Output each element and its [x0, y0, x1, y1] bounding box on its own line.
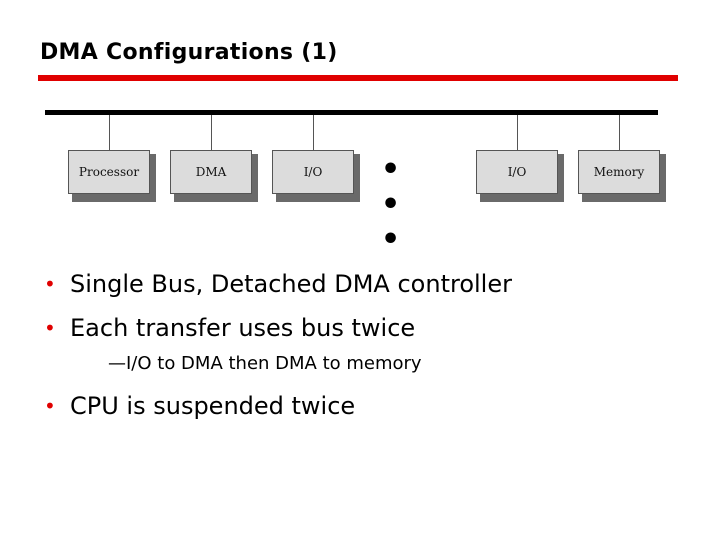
module-bottom-shade: [72, 194, 156, 202]
module-label: I/O: [476, 150, 558, 194]
module-bottom-shade: [582, 194, 666, 202]
module-side-shade: [660, 154, 666, 202]
bullet-marker: •: [44, 316, 56, 340]
module-bottom-shade: [174, 194, 258, 202]
processor-module: Processor: [68, 150, 156, 202]
system-bus: [45, 110, 658, 115]
bullet-marker: •: [44, 394, 56, 418]
module-label: I/O: [272, 150, 354, 194]
module-bottom-shade: [480, 194, 564, 202]
bus-connector-io-2: [517, 115, 518, 151]
bullet-list: • Single Bus, Detached DMA controller • …: [44, 262, 684, 428]
bullet-marker: •: [44, 272, 56, 296]
io-module-2: I/O: [476, 150, 564, 202]
title-underline: [38, 75, 678, 81]
module-label: DMA: [170, 150, 252, 194]
module-label: Processor: [68, 150, 150, 194]
module-side-shade: [150, 154, 156, 202]
bullet-item: • Single Bus, Detached DMA controller: [44, 262, 684, 306]
sub-bullet-item: —I/O to DMA then DMA to memory: [44, 350, 684, 378]
dma-module: DMA: [170, 150, 258, 202]
module-side-shade: [252, 154, 258, 202]
sub-bullet-text: —I/O to DMA then DMA to memory: [108, 353, 422, 374]
bullet-text: Each transfer uses bus twice: [70, 314, 416, 342]
bullet-text: CPU is suspended twice: [70, 392, 356, 420]
bus-connector-io-1: [313, 115, 314, 151]
io-module-1: I/O: [272, 150, 360, 202]
module-side-shade: [558, 154, 564, 202]
ellipsis: • • •: [381, 152, 411, 257]
module-side-shade: [354, 154, 360, 202]
module-label: Memory: [578, 150, 660, 194]
bullet-item: • CPU is suspended twice: [44, 384, 684, 428]
title-underline-bar: [38, 75, 678, 81]
bullet-text: Single Bus, Detached DMA controller: [70, 270, 512, 298]
slide-title: DMA Configurations (1): [40, 40, 338, 65]
bullet-item: • Each transfer uses bus twice: [44, 306, 684, 350]
module-bottom-shade: [276, 194, 360, 202]
bus-connector-dma: [211, 115, 212, 151]
bus-connector-processor: [109, 115, 110, 151]
bus-connector-memory: [619, 115, 620, 151]
memory-module: Memory: [578, 150, 666, 202]
